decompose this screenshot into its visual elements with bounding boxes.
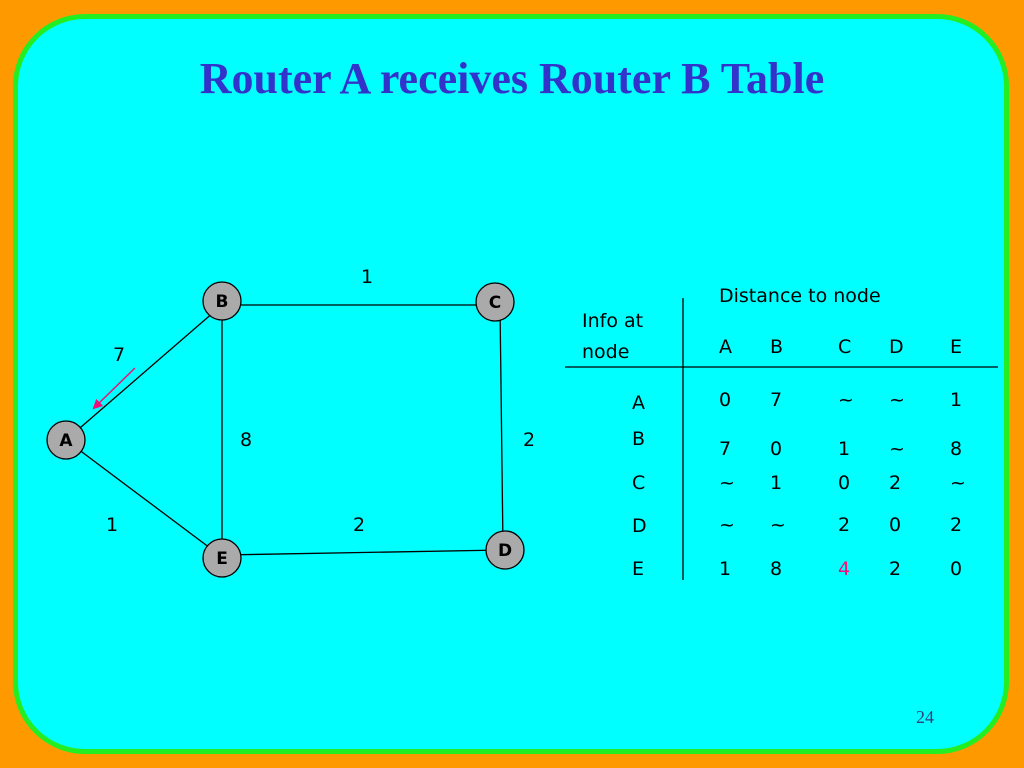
table-cell: 0	[719, 389, 731, 411]
node-b-label: B	[216, 292, 229, 312]
edge-e-d	[221, 549, 504, 556]
table-row-b: B 7 0 1 ~ 8	[632, 428, 962, 460]
edge-a-b	[65, 304, 223, 441]
table-header-info-line1: Info at	[582, 310, 643, 332]
table-cell: 1	[719, 558, 731, 580]
table-cell: 1	[838, 438, 850, 460]
table-header-info-line2: node	[582, 341, 629, 363]
node-d-label: D	[498, 541, 512, 561]
table-cell: 2	[838, 514, 850, 536]
column-header-e: E	[950, 336, 962, 358]
table-row-c: C ~ 1 0 2 ~	[632, 472, 966, 494]
table-cell: ~	[889, 389, 905, 411]
node-a-label: A	[59, 431, 73, 451]
edge-weight-b-c: 1	[361, 266, 373, 288]
table-cell: 0	[838, 472, 850, 494]
table-cell: 0	[889, 514, 901, 536]
column-header-c: C	[838, 336, 851, 358]
table-cell: ~	[950, 472, 966, 494]
slide-title: Router A receives Router B Table	[199, 54, 825, 103]
table-row-a: A 0 7 ~ ~ 1	[632, 389, 962, 414]
table-cell: ~	[719, 472, 735, 494]
table-cell: ~	[838, 389, 854, 411]
table-cell: ~	[889, 438, 905, 460]
edge-a-e	[65, 439, 223, 558]
edge-weight-b-e: 8	[240, 429, 252, 451]
row-label: C	[632, 472, 645, 494]
table-cell: 0	[770, 438, 782, 460]
row-label: E	[632, 558, 644, 580]
node-a: A	[46, 420, 86, 460]
graph-edges	[65, 304, 504, 558]
node-c-label: C	[489, 293, 501, 313]
table-row-e: E 1 8 4 2 0	[632, 558, 962, 580]
edge-weight-e-d: 2	[353, 514, 365, 536]
table-cell: ~	[719, 514, 735, 536]
node-b: B	[202, 281, 242, 321]
node-d: D	[485, 530, 525, 570]
node-e: E	[202, 538, 242, 578]
table-cell: ~	[770, 514, 786, 536]
column-header-a: A	[719, 336, 732, 358]
column-header-b: B	[770, 336, 783, 358]
row-label: D	[632, 515, 647, 537]
edge-weight-c-d: 2	[523, 429, 535, 451]
table-cell: 2	[889, 472, 901, 494]
table-cell: 2	[950, 514, 962, 536]
table-cell: 7	[719, 438, 731, 460]
table-cell: 1	[770, 472, 782, 494]
edge-weight-a-b: 7	[113, 344, 125, 366]
table-cell: 2	[889, 558, 901, 580]
table-cell: 8	[770, 558, 782, 580]
edge-c-d	[499, 304, 504, 549]
distance-table: Distance to node Info at node A B C D E …	[565, 285, 998, 580]
column-header-d: D	[889, 336, 904, 358]
table-column-headers: A B C D E	[719, 336, 962, 358]
node-e-label: E	[216, 549, 228, 569]
row-label: B	[632, 428, 645, 450]
table-cell: 0	[950, 558, 962, 580]
slide-number: 24	[916, 707, 934, 727]
table-cell-highlighted: 4	[838, 558, 850, 580]
table-cell: 8	[950, 438, 962, 460]
row-label: A	[632, 392, 645, 414]
table-cell: 1	[950, 389, 962, 411]
table-header-distance: Distance to node	[719, 285, 881, 307]
update-arrow	[92, 367, 136, 410]
table-cell: 7	[770, 389, 782, 411]
edge-weight-a-e: 1	[106, 514, 118, 536]
node-c: C	[475, 282, 515, 322]
slide-panel	[13, 14, 1009, 754]
table-row-d: D ~ ~ 2 0 2	[632, 514, 962, 537]
